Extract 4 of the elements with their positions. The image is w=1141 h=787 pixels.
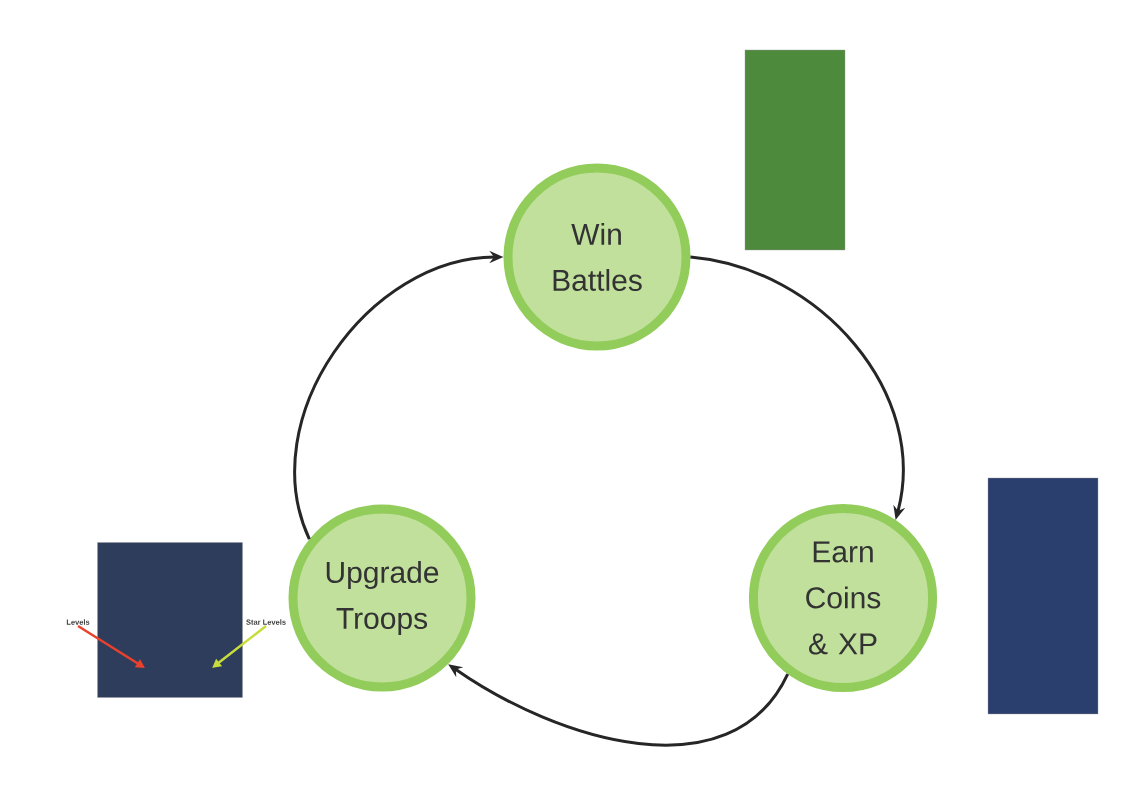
screenshot-block — [97, 542, 243, 698]
screenshot-block — [744, 49, 846, 251]
screenshot-block — [987, 477, 1099, 715]
leader-arrow — [212, 624, 267, 668]
